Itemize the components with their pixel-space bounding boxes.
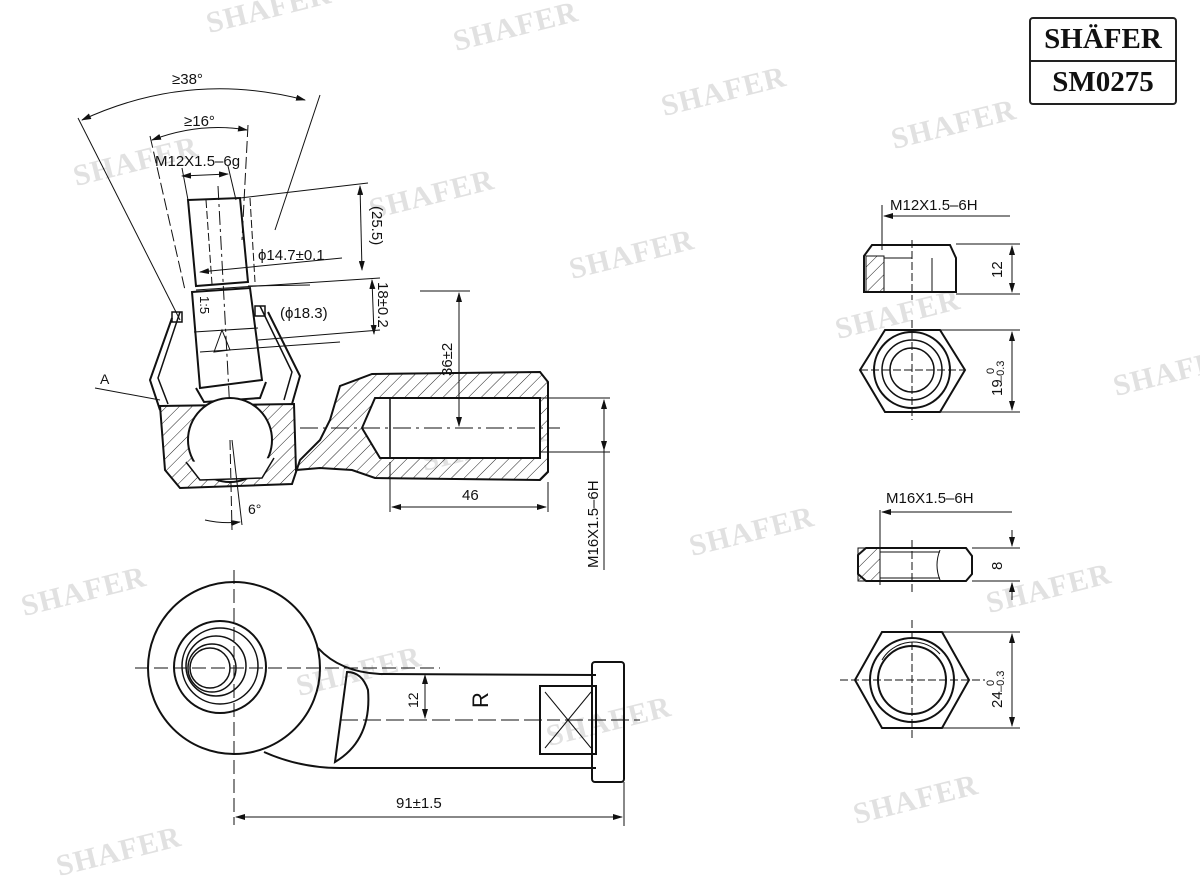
m16-nut-tol-lower: –0.3 [995,671,1007,692]
top-view [135,570,640,826]
m12-nut-tol-lower: –0.3 [995,361,1007,382]
angle-min-label: ≥16° [184,113,215,130]
m16-nut-thread-label: M16X1.5–6H [886,490,974,507]
m12-nut-width-label: 19 [989,379,1006,396]
m12-nut-thread-label: M12X1.5–6H [890,197,978,214]
overall-length-label: 91±1.5 [396,795,442,812]
side-section-view [77,88,610,570]
stud-thread-label: M12X1.5–6g [155,153,240,170]
angle-max-label: ≥38° [172,71,203,88]
offset-height-label: 36±2 [439,343,456,376]
m16-nut-width-label: 24 [989,691,1006,708]
cone-diameter-label: ϕ14.7±0.1 [258,247,325,264]
m16-nut-drawing [840,509,1020,740]
stud-length-label: (25.5) [368,206,385,245]
thread-depth-label: 46 [462,487,479,504]
taper-height-label: 18±0.2 [374,282,391,328]
m16-nut-tol-upper: 0 [985,680,997,686]
side-marker-r: R [468,692,493,708]
m12-nut-tol-upper: 0 [985,368,997,374]
cone-base-diameter-label: (ϕ18.3) [280,305,328,322]
m12-nut-drawing [858,205,1020,420]
brand-logo-box: SHÄFER SM0275 [1029,17,1177,105]
inner-thread-label: M16X1.5–6H [585,480,602,568]
label-a: A [100,371,110,387]
m12-nut-height-label: 12 [989,261,1006,278]
top-offset-label: 12 [405,692,421,708]
m16-nut-height-label: 8 [989,562,1006,570]
tilt-angle-label: 6° [248,501,261,517]
taper-ratio-label: 1:5 [197,296,212,314]
brand-logo: SHÄFER [1044,23,1162,55]
part-number: SM0275 [1031,60,1175,103]
